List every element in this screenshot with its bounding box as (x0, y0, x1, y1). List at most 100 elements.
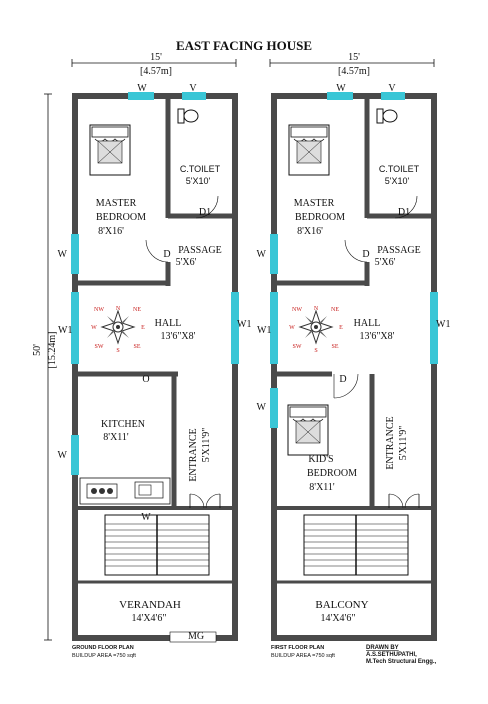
passage-name-2: PASSAGE (377, 245, 421, 256)
door-d-kid: D (339, 374, 346, 385)
passage-size-2: 5'X6' (375, 257, 396, 268)
door-d-2: D (362, 249, 369, 260)
label-window-v-top-2: V (388, 83, 396, 94)
first-floor-plan: 15' [4.57m] W V W W1 W1 W MASTER BEDROOM… (257, 52, 451, 665)
svg-text:NE: NE (331, 307, 339, 313)
label-window-w-bed-2: W (257, 249, 267, 260)
bed-icon (89, 124, 131, 176)
window-v-top-2 (381, 92, 405, 100)
window-w-kitchen (71, 435, 79, 475)
master-bedroom-size-2: 8'X16' (297, 226, 323, 237)
balcony-size: 14'X4'6" (321, 613, 356, 624)
stove-icon (86, 483, 118, 499)
door-d1-2: D1 (398, 207, 410, 218)
passage-name: PASSAGE (178, 245, 222, 256)
label-window-w-top-2: W (336, 83, 346, 94)
dim-top-ft: 15' (150, 52, 162, 63)
drawn-by-name: A.S.SETHUPATHI, (366, 652, 417, 658)
window-w1-right (231, 292, 239, 364)
kids-bedroom-size: 8'X11' (309, 482, 335, 493)
dim-top-m-2: [4.57m] (338, 66, 370, 77)
window-w1-right-2 (430, 292, 438, 364)
ground-caption2: BUILDUP AREA =750 sqft (72, 653, 136, 659)
svg-text:SW: SW (95, 344, 104, 350)
svg-text:W: W (91, 325, 97, 331)
svg-text:S: S (314, 348, 317, 354)
ground-floor-plan: 15' [4.57m] 50' [15.24m] W V W W1 W1 W W (32, 52, 251, 659)
master-bedroom-name1: MASTER (96, 198, 137, 209)
ground-caption1: GROUND FLOOR PLAN (72, 645, 134, 651)
svg-text:S: S (116, 348, 119, 354)
svg-text:SE: SE (133, 344, 140, 350)
main-gate-label: MG (188, 631, 204, 642)
door-d1: D1 (199, 207, 211, 218)
window-w-top-2 (327, 92, 353, 100)
window-w1-left-2 (270, 292, 278, 364)
label-window-w1-left: W1 (58, 325, 72, 336)
drawn-by-qual: M.Tech Structural Engg., (366, 659, 437, 665)
window-w1-left (71, 292, 79, 364)
svg-text:SW: SW (293, 344, 302, 350)
page-title: EAST FACING HOUSE (176, 38, 312, 53)
bed-icon (287, 404, 329, 456)
label-window-w-kitchen: W (58, 450, 68, 461)
dim-top-m: [4.57m] (140, 66, 172, 77)
master-bedroom-size: 8'X16' (98, 226, 124, 237)
kitchen-name: KITCHEN (101, 419, 145, 430)
label-window-w-kid: W (257, 402, 267, 413)
svg-text:NE: NE (133, 307, 141, 313)
toilet-name: C.TOILET (180, 164, 221, 174)
drawn-by-label: DRAWN BY (366, 645, 399, 651)
dim-side-ft: 50' (32, 344, 43, 356)
svg-text:E: E (339, 325, 343, 331)
kitchen-counter (79, 477, 171, 505)
window-v-top (182, 92, 206, 100)
window-w-bed (71, 234, 79, 274)
toilet-icon (183, 109, 199, 123)
master-bedroom-name2-2: BEDROOM (295, 212, 345, 223)
svg-text:NW: NW (292, 307, 302, 313)
kitchen-size: 8'X11' (103, 432, 129, 443)
kids-bedroom-name2: BEDROOM (307, 468, 357, 479)
first-caption2: BUILDUP AREA =750 sqft (271, 653, 335, 659)
door-d: D (163, 249, 170, 260)
entrance-name: ENTRANCE (188, 428, 199, 481)
first-caption1: FIRST FLOOR PLAN (271, 645, 324, 651)
staircase-icon (303, 514, 409, 576)
main-gate (169, 631, 217, 643)
svg-text:SE: SE (331, 344, 338, 350)
svg-text:N: N (314, 306, 319, 312)
svg-text:E: E (141, 325, 145, 331)
master-bedroom-name2: BEDROOM (96, 212, 146, 223)
svg-text:NW: NW (94, 307, 104, 313)
window-w-top (128, 92, 154, 100)
label-window-w-bed: W (58, 249, 68, 260)
label-window-v-top: V (189, 83, 197, 94)
window-w-kid (270, 388, 278, 428)
balcony-name: BALCONY (315, 599, 368, 611)
entrance-size-2: 5'X11'9" (398, 426, 409, 461)
label-window-w1-right-2: W1 (436, 319, 450, 330)
toilet-size-2: 5'X10' (385, 176, 410, 186)
entrance-name-2: ENTRANCE (385, 416, 396, 469)
svg-text:W: W (289, 325, 295, 331)
entrance-size: 5'X11'9" (201, 428, 212, 463)
sink-icon (134, 481, 164, 499)
kids-bedroom-name1: KID'S (308, 454, 333, 465)
svg-text:N: N (116, 306, 121, 312)
hall-name-2: HALL (354, 318, 381, 329)
verandah-name: VERANDAH (119, 599, 181, 611)
bed-icon (288, 124, 330, 176)
master-bedroom-name1-2: MASTER (294, 198, 335, 209)
label-window-w-stair: W (141, 512, 151, 523)
hall-name: HALL (155, 318, 182, 329)
toilet-size: 5'X10' (186, 176, 211, 186)
compass-rose-icon: N NE E SE S SW W NW (289, 306, 343, 354)
compass-rose-icon: N NE E SE S SW W NW (91, 306, 145, 354)
window-w-bed-2 (270, 234, 278, 274)
passage-size: 5'X6' (176, 257, 197, 268)
toilet-icon (382, 109, 398, 123)
staircase-icon (104, 514, 210, 576)
verandah-size: 14'X4'6" (132, 613, 167, 624)
